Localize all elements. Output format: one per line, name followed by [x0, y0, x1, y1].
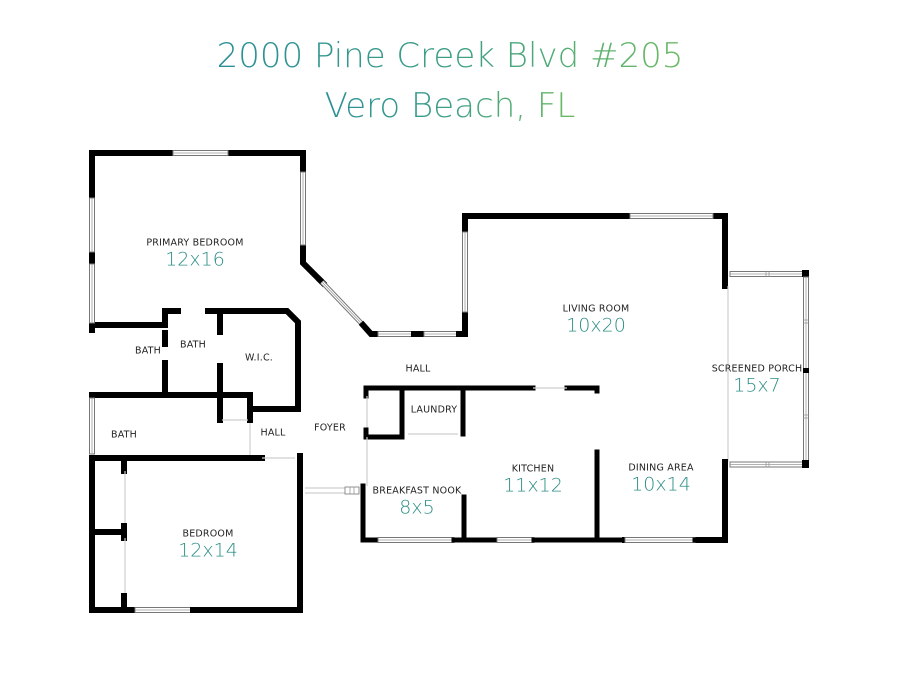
screened-porch-walls — [729, 270, 809, 468]
room-name: BREAKFAST NOOK — [372, 485, 462, 497]
room-name: FOYER — [314, 422, 346, 434]
room-name: PRIMARY BEDROOM — [146, 237, 244, 249]
room-bath-3: BATH — [111, 430, 137, 441]
room-name: HALL — [260, 427, 286, 439]
room-name: KITCHEN — [511, 463, 555, 475]
room-dimensions: 12x16 — [165, 248, 225, 271]
address-line-1: 2000 Pine Creek Blvd #205 — [216, 36, 684, 76]
room-name: BATH — [110, 429, 138, 441]
room-name: SCREENED PORCH — [711, 363, 803, 375]
room-foyer: FOYER — [314, 423, 346, 434]
room-hall-2: HALL — [405, 364, 430, 375]
room-name: BEDROOM — [182, 528, 234, 540]
bay-window-walls — [315, 275, 468, 337]
room-walk-in-closet: W.I.C. — [245, 353, 273, 364]
room-bath-2: BATH — [180, 340, 206, 351]
living-room-walls — [462, 213, 729, 543]
bedroom-walls — [89, 455, 303, 613]
room-breakfast-nook: BREAKFAST NOOK 8x5 — [373, 486, 462, 519]
room-dimensions: 8x5 — [399, 496, 435, 519]
foyer-entry — [305, 486, 360, 495]
room-bath-1: BATH — [135, 346, 161, 357]
address-line-2: Vero Beach, FL — [324, 86, 576, 126]
kitchen-walls — [360, 385, 728, 543]
room-name: HALL — [405, 363, 431, 375]
primary-bedroom-windows — [89, 150, 306, 324]
room-name: LAUNDRY — [410, 404, 458, 416]
room-bedroom: BEDROOM 12x14 — [178, 529, 238, 562]
primary-bedroom-walls — [89, 150, 325, 412]
room-dimensions: 15x7 — [733, 374, 781, 397]
room-screened-porch: SCREENED PORCH 15x7 — [712, 364, 803, 397]
room-dimensions: 10x14 — [631, 473, 691, 496]
room-dimensions: 12x14 — [178, 539, 238, 562]
room-dimensions: 11x12 — [503, 474, 563, 497]
room-hall-1: HALL — [260, 428, 285, 439]
room-kitchen: KITCHEN 11x12 — [503, 464, 563, 497]
room-dining-area: DINING AREA 10x14 — [628, 463, 693, 496]
room-living-room: LIVING ROOM 10x20 — [563, 304, 630, 337]
room-name: LIVING ROOM — [562, 303, 630, 315]
room-name: BATH — [179, 339, 207, 351]
room-name: W.I.C. — [245, 352, 273, 364]
room-laundry: LAUNDRY — [411, 405, 458, 416]
room-primary-bedroom: PRIMARY BEDROOM 12x16 — [146, 238, 243, 271]
room-name: DINING AREA — [628, 462, 694, 474]
room-dimensions: 10x20 — [566, 314, 626, 337]
room-name: BATH — [134, 345, 162, 357]
hall-walls — [89, 392, 303, 464]
